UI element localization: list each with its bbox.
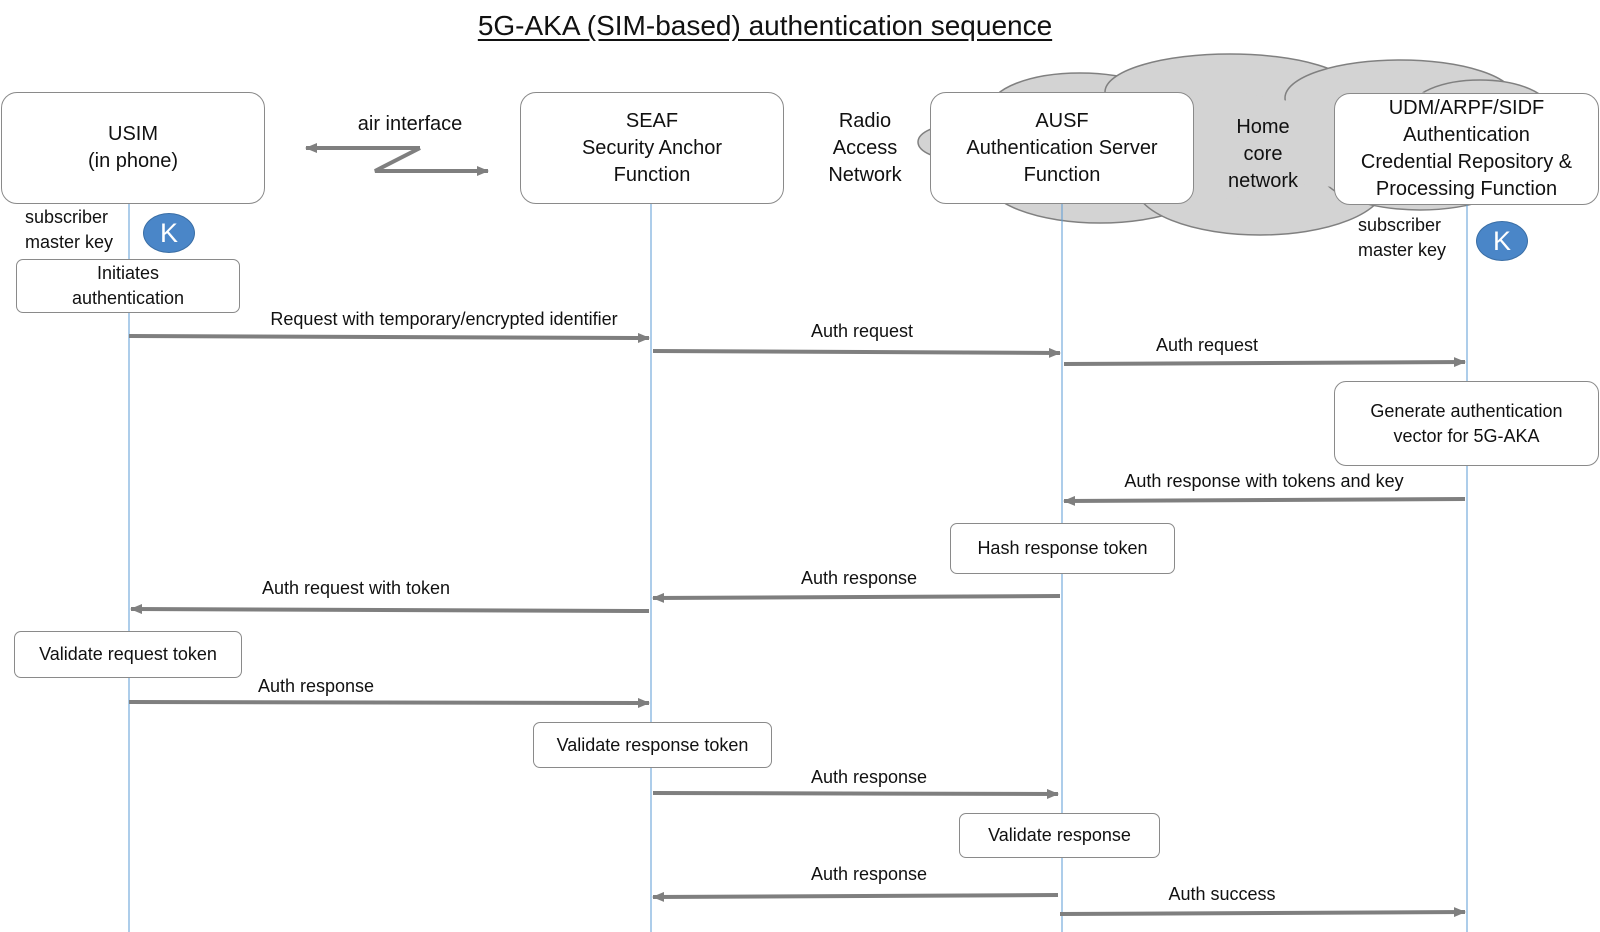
message-m2-label: Auth request bbox=[810, 321, 914, 341]
home-core-network-label: Home core network bbox=[1227, 116, 1299, 192]
air-interface-label: air interface bbox=[357, 113, 463, 135]
step-initiates-authentication: Initiates authentication bbox=[16, 259, 240, 313]
participant-seaf-label: SEAF Security Anchor Function bbox=[581, 109, 723, 186]
udm-key-icon: K bbox=[1476, 221, 1528, 261]
arrow-m3 bbox=[1063, 357, 1466, 368]
usim-master-key-label: subscriber master key bbox=[25, 207, 114, 252]
message-m4-label: Auth response with tokens and key bbox=[1124, 471, 1404, 491]
udm-master-key-label: subscriber master key bbox=[1358, 215, 1447, 260]
arrow-m10 bbox=[1059, 907, 1466, 918]
message-m5-label: Auth response bbox=[800, 568, 918, 588]
step-validate-response: Validate response bbox=[959, 813, 1160, 858]
arrow-m1 bbox=[128, 332, 650, 343]
participant-udm-label: UDM/ARPF/SIDF Authentication Credential … bbox=[1360, 97, 1573, 200]
step-generate-vector-label: Generate authentication vector for 5G-AK… bbox=[1370, 400, 1563, 446]
step-validate-response-token-label: Validate response token bbox=[556, 734, 749, 755]
step-generate-vector: Generate authentication vector for 5G-AK… bbox=[1334, 381, 1599, 466]
arrow-m5 bbox=[652, 592, 1061, 603]
message-m9-label: Auth response bbox=[810, 864, 928, 884]
step-validate-response-label: Validate response bbox=[988, 825, 1131, 845]
message-m8-label: Auth response bbox=[810, 767, 928, 787]
participant-udm: UDM/ARPF/SIDF Authentication Credential … bbox=[1334, 93, 1599, 205]
participant-seaf: SEAF Security Anchor Function bbox=[520, 92, 784, 204]
message-m3-label: Auth request bbox=[1155, 335, 1259, 355]
arrow-m6 bbox=[130, 604, 650, 615]
step-validate-request-token-label: Validate request token bbox=[39, 644, 217, 664]
diagram-title: 5G-AKA (SIM-based) authentication sequen… bbox=[477, 10, 1053, 41]
usim-key-icon: K bbox=[143, 213, 195, 253]
message-m7-label: Auth response bbox=[257, 676, 375, 696]
radio-access-network-label: Radio Access Network bbox=[828, 110, 902, 186]
participant-ausf-label: AUSF Authentication Server Function bbox=[966, 109, 1158, 186]
message-m6-label: Auth request with token bbox=[261, 578, 451, 598]
arrow-m8 bbox=[652, 788, 1059, 799]
step-validate-request-token: Validate request token bbox=[14, 631, 242, 678]
arrow-m4 bbox=[1063, 495, 1466, 506]
step-initiates-authentication-label: Initiates authentication bbox=[71, 263, 185, 308]
air-interface-icon bbox=[305, 143, 489, 176]
arrow-m2 bbox=[652, 347, 1061, 358]
arrow-m7 bbox=[128, 697, 650, 708]
arrow-m9 bbox=[652, 891, 1059, 902]
participant-ausf: AUSF Authentication Server Function bbox=[930, 92, 1194, 204]
participant-usim-label: USIM (in phone) bbox=[87, 123, 179, 172]
step-hash-response-token-label: Hash response token bbox=[977, 538, 1148, 558]
participant-usim: USIM (in phone) bbox=[1, 92, 265, 204]
step-hash-response-token: Hash response token bbox=[950, 523, 1175, 574]
message-m10-label: Auth success bbox=[1168, 884, 1276, 904]
step-validate-response-token: Validate response token bbox=[533, 722, 772, 768]
message-m1-label: Request with temporary/encrypted identif… bbox=[270, 309, 618, 329]
